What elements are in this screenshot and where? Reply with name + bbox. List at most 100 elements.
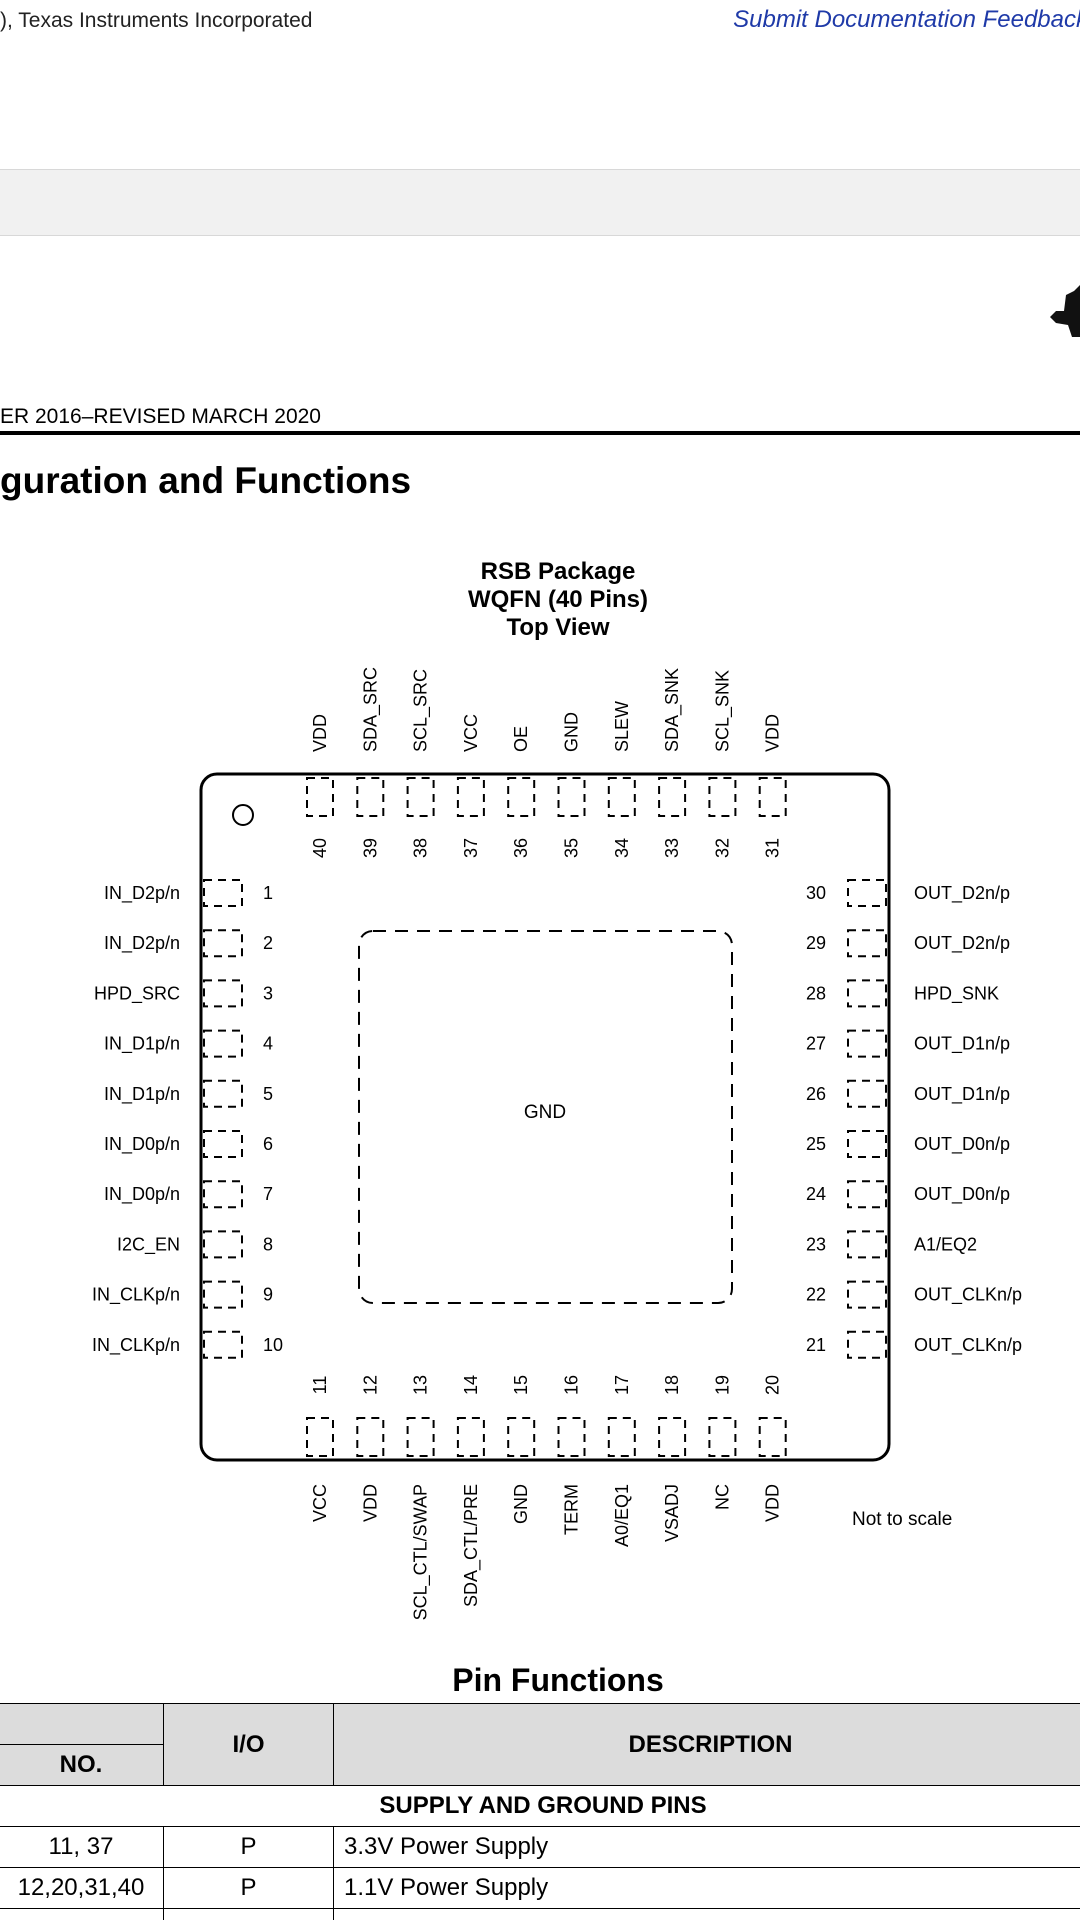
pin-name: VCC [461, 714, 481, 752]
pin-name: VDD [763, 1484, 783, 1522]
pin-name: SDA_SRC [360, 667, 381, 752]
pin-number: 30 [806, 883, 826, 903]
pin-name: SLEW [612, 701, 632, 752]
package-title: RSB Package WQFN (40 Pins) Top View [0, 558, 1080, 642]
pin-number: 18 [662, 1375, 682, 1395]
pin-pad [507, 1417, 536, 1457]
pin-pad [607, 1417, 636, 1457]
pin-pad [203, 1230, 243, 1259]
pin-number: 6 [263, 1134, 273, 1154]
pin-io-cell: P [163, 1826, 334, 1868]
pin1-marker-icon [232, 804, 254, 826]
pin-desc-cell: 1.1V Power Supply [333, 1867, 1080, 1909]
pin-name: IN_D2p/n [104, 883, 180, 904]
package-title-line: Top View [506, 614, 610, 641]
pin-number: 27 [806, 1034, 826, 1054]
section-title: guration and Functions [0, 460, 412, 501]
pin-pad [456, 1417, 485, 1457]
pin-number: 24 [806, 1184, 826, 1204]
ti-logo-icon [1050, 285, 1080, 337]
top-header-strip: ), Texas Instruments Incorporated Submit… [0, 0, 1080, 170]
pin-name: SDA_CTL/PRE [461, 1484, 482, 1607]
pin-name: IN_D1p/n [104, 1034, 180, 1055]
submit-feedback-link[interactable]: Submit Documentation Feedback [733, 6, 1080, 33]
pin-name: IN_D0p/n [104, 1184, 180, 1205]
pin-pad [507, 777, 536, 817]
group-header: SUPPLY AND GROUND PINS [0, 1785, 1080, 1827]
pin-number: 8 [263, 1234, 273, 1254]
pin-name: NC [712, 1484, 732, 1510]
pin-number: 10 [263, 1335, 283, 1355]
pin-number: 36 [511, 838, 531, 858]
pin-pad [203, 1029, 243, 1058]
pin-pad [847, 979, 887, 1008]
pin-pad [203, 1130, 243, 1158]
pin-no-cell [0, 1908, 164, 1920]
pin-pad [708, 1417, 737, 1457]
pin-pad [847, 1130, 887, 1158]
pin-pad [203, 1280, 243, 1309]
pin-name: GND [511, 1484, 531, 1524]
pin-pad [758, 1417, 787, 1457]
pin-number: 31 [763, 838, 783, 858]
pin-io-cell: P [163, 1867, 334, 1909]
pin-pad [203, 879, 243, 907]
pin-name: OUT_D1n/p [914, 1084, 1010, 1105]
pin-number: 5 [263, 1084, 273, 1104]
pin-pad [203, 929, 243, 958]
pin-no-cell: 11, 37 [0, 1826, 164, 1868]
pin-number: 33 [662, 838, 682, 858]
pin-pad [456, 777, 485, 817]
pin-number: 26 [806, 1084, 826, 1104]
pin-pad [847, 1280, 887, 1309]
pin-number: 20 [763, 1375, 783, 1395]
pin-pad [847, 1079, 887, 1108]
pin-number: 17 [612, 1375, 632, 1395]
pin-number: 12 [360, 1375, 380, 1395]
pin-number: 7 [263, 1184, 273, 1204]
pin-name: OUT_D2n/p [914, 883, 1010, 904]
pin-pad [306, 777, 334, 817]
pin-name: VSADJ [662, 1484, 682, 1542]
pin-number: 22 [806, 1285, 826, 1305]
pin-pad [847, 1180, 887, 1209]
pin-pad [847, 1029, 887, 1058]
pin-number: 3 [263, 983, 273, 1003]
pin-name: IN_CLKp/n [92, 1335, 180, 1356]
header-rule [0, 431, 1080, 435]
pin-pad [203, 1079, 243, 1108]
pin-number: 23 [806, 1234, 826, 1254]
pin-number: 16 [562, 1375, 582, 1395]
pin-number: 13 [411, 1375, 431, 1395]
pin-number: 29 [806, 933, 826, 953]
pin-pad [557, 777, 586, 817]
pin-name: VDD [360, 1484, 380, 1522]
pin-functions-title: Pin Functions [452, 1662, 664, 1698]
pin-pad [658, 777, 687, 817]
pin-pad [847, 1330, 887, 1359]
pin-no-cell: 12,20,31,40 [0, 1867, 164, 1909]
pin-pad [658, 1417, 687, 1457]
pin-number: 4 [263, 1034, 273, 1054]
pin-io-cell [163, 1908, 334, 1920]
pin-pad [203, 1180, 243, 1209]
pin-pad [607, 777, 636, 817]
copyright-text: ), Texas Instruments Incorporated [0, 9, 313, 32]
pin-pad [847, 1230, 887, 1259]
pin-name: GND [562, 712, 582, 752]
pin-number: 37 [461, 838, 481, 858]
pin-number: 11 [310, 1376, 330, 1395]
pin-number: 39 [360, 838, 380, 858]
pin-pad [356, 1417, 385, 1457]
pin-number: 40 [310, 838, 330, 858]
pin-name: HPD_SRC [94, 983, 180, 1004]
pin-pad [758, 777, 787, 817]
pin-number: 21 [806, 1335, 826, 1355]
table-row [0, 1908, 1080, 1920]
pin-number: 32 [712, 838, 732, 858]
pin-desc-cell: 3.3V Power Supply [333, 1826, 1080, 1868]
pin-name: IN_D0p/n [104, 1134, 180, 1155]
pin-name: VDD [763, 714, 783, 752]
pin-name: IN_D1p/n [104, 1084, 180, 1105]
pin-name: VDD [310, 714, 330, 752]
